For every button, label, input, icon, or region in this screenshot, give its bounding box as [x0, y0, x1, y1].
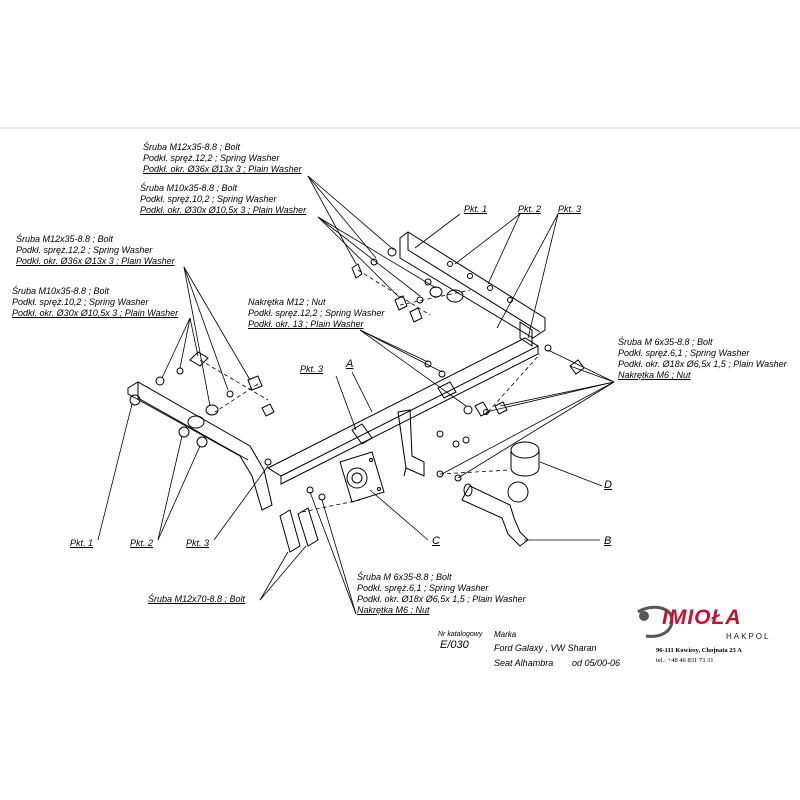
fasteners-left — [155, 351, 275, 429]
callout-line: Podkł. spręż.10,2 ; Spring Washer — [12, 297, 149, 307]
callout-right-bolt-m6: Śruba M 6x35-8.8 ; Bolt Podkł. spręż.6,1… — [618, 337, 787, 381]
callout-line: Podkł. spręż.12,2 ; Spring Washer — [248, 308, 385, 318]
callout-line: Podkł. spręż.6,1 ; Spring Washer — [357, 583, 489, 593]
callout-line: Śruba M 6x35-8.8 ; Bolt — [618, 337, 713, 347]
point-label-c: C — [432, 535, 440, 547]
point-label-pkt1-top: Pkt. 1 — [464, 204, 488, 214]
point-label-pkt1-bottom: Pkt. 1 — [70, 538, 94, 548]
callout-line: Podkł. spręż.12,2 ; Spring Washer — [143, 153, 280, 163]
ball-cap — [510, 441, 540, 477]
callout-line: Śruba M 6x35-8.8 ; Bolt — [357, 572, 452, 582]
callout-line: Podkł. okr. Ø36x Ø13x 3 ; Plain Washer — [143, 164, 302, 174]
callout-line: Nakrętka M12 ; Nut — [248, 297, 326, 307]
point-label-pkt3-top: Pkt. 3 — [558, 204, 582, 214]
company-address: 96-111 Kowiesy, Chojnata 23 A — [656, 647, 742, 654]
callout-line: Nakrętka M6 ; Nut — [618, 370, 691, 380]
callout-line: Podkł. okr. 13 ; Plain Washer — [248, 319, 364, 329]
callout-line: Śruba M10x35-8.8 ; Bolt — [140, 183, 238, 193]
callout-bottom-bolt-m12x70: Śruba M12x70-8.8 ; Bolt — [148, 594, 246, 604]
cross-beam — [266, 337, 540, 485]
callout-line: Podkł. spręż.12,2 ; Spring Washer — [16, 245, 153, 255]
point-label-pkt3-mid: Pkt. 3 — [300, 364, 324, 374]
callout-line: Śruba M10x35-8.8 ; Bolt — [12, 286, 110, 296]
logo-sub: HAKPOL — [726, 632, 771, 641]
callout-line: Podkł. okr. Ø30x Ø10,5x 3 ; Plain Washer — [12, 308, 179, 318]
point-label-a: A — [346, 358, 354, 370]
callout-nut-m12: Nakrętka M12 ; Nut Podkł. spręż.12,2 ; S… — [248, 297, 384, 330]
point-label-b: B — [604, 535, 612, 547]
socket-plate — [339, 451, 385, 503]
fasteners-nut — [424, 360, 490, 448]
callout-top-bolt-m10: Śruba M10x35-8.8 ; Bolt Podkł. spręż.10,… — [140, 183, 306, 216]
vehicle-years: od 05/00-06 — [572, 658, 621, 668]
callout-top-bolt-m12: Śruba M12x35-8.8 ; Bolt Podkł. spręż.12,… — [143, 142, 302, 175]
callout-line: Podkł. okr. Ø36x Ø13x 3 ; Plain Washer — [16, 256, 175, 266]
vehicle-line-2: Seat Alhambra — [494, 658, 554, 668]
callout-left-bolt-m12: Śruba M12x35-8.8 ; Bolt Podkł. spręż.12,… — [16, 234, 175, 267]
vehicle-line-1: Ford Galaxy , VW Sharan — [494, 643, 597, 653]
left-bracket — [127, 381, 273, 511]
point-label-pkt2-top: Pkt. 2 — [518, 204, 542, 214]
neck-bracket — [397, 409, 425, 477]
callout-line: Podkł. spręż.10,2 ; Spring Washer — [140, 194, 277, 204]
callout-line: Podkł. okr. Ø18x Ø6,5x 1,5 ; Plain Washe… — [357, 594, 526, 604]
point-label-d: D — [604, 479, 612, 491]
callout-line: Podkł. okr. Ø30x Ø10,5x 3 ; Plain Washer — [140, 205, 307, 215]
callout-line: Podkł. spręż.6,1 ; Spring Washer — [618, 348, 750, 358]
fasteners-bottom — [279, 486, 326, 553]
callout-line: Podkł. okr. Ø18x Ø6,5x 1,5 ; Plain Washe… — [618, 359, 787, 369]
callout-line: Śruba M12x35-8.8 ; Bolt — [16, 234, 114, 244]
point-label-pkt2-bottom: Pkt. 2 — [130, 538, 154, 548]
company-address-text: 96-111 Kowiesy, Chojnata 23 A — [656, 647, 742, 654]
logo-symbol — [637, 605, 674, 638]
company-phone: tel.: +48 46 831 73 31 — [656, 657, 714, 664]
catalog-number-label: Nr katalogowy — [438, 631, 483, 638]
brand-label: Marka — [494, 630, 517, 639]
callout-bottom-bolt-m6: Śruba M 6x35-8.8 ; Bolt Podkł. spręż.6,1… — [357, 572, 526, 616]
catalog-number-value: E/030 — [440, 639, 469, 651]
callout-line: Nakrętka M6 ; Nut — [357, 605, 430, 615]
point-label-pkt3-bottom: Pkt. 3 — [186, 538, 210, 548]
callout-line: Śruba M12x35-8.8 ; Bolt — [143, 142, 241, 152]
right-bracket — [399, 231, 546, 347]
leader-lines — [97, 175, 615, 615]
callout-left-bolt-m10: Śruba M10x35-8.8 ; Bolt Podkł. spręż.10,… — [12, 286, 178, 319]
ball-hook — [461, 481, 529, 547]
logo-name: IMIOŁA — [662, 606, 742, 629]
